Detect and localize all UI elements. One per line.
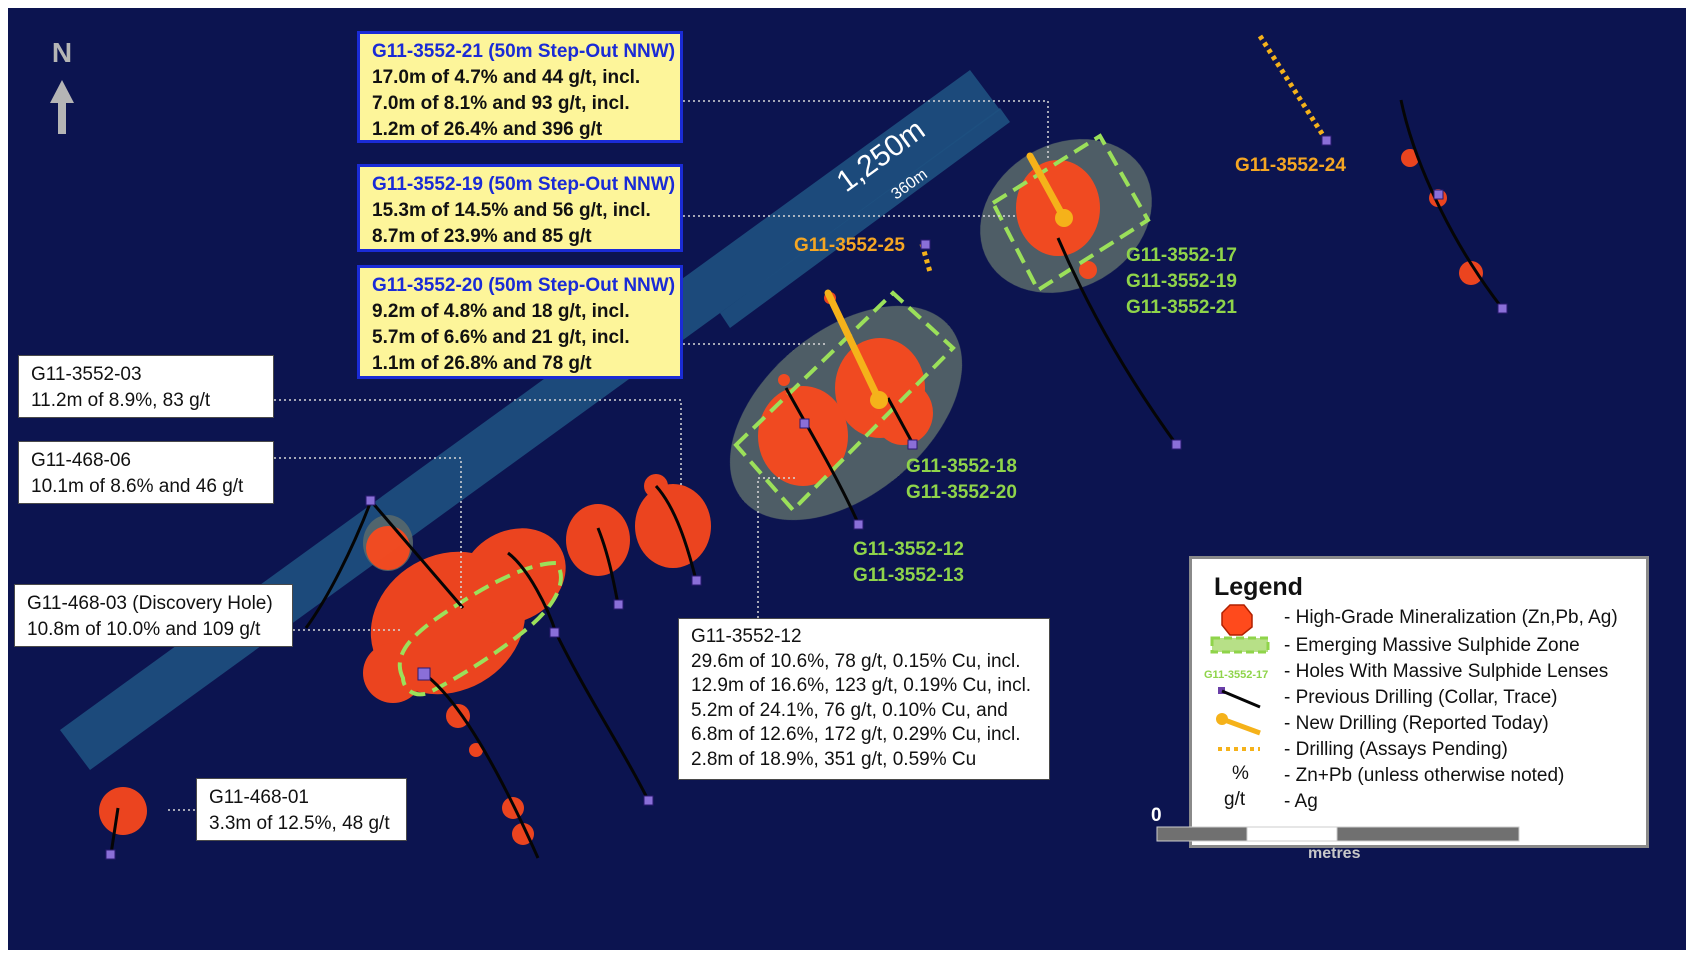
legend-mineralization-icon	[1221, 604, 1253, 636]
hole-label: G11-3552-19	[1126, 271, 1237, 292]
scale-tick-label: 400	[1488, 805, 1520, 826]
legend-item: - Drilling (Assays Pending)	[1284, 739, 1508, 760]
callout-g11-3552-21: G11-3552-21 (50m Step-Out NNW) 17.0m of …	[357, 31, 683, 143]
legend-item: - High-Grade Mineralization (Zn,Pb, Ag)	[1284, 607, 1618, 628]
callout-g11-468-01: G11-468-01 3.3m of 12.5%, 48 g/t	[196, 778, 407, 841]
hole-label-group: G11-3552-17 G11-3552-19 G11-3552-21	[1126, 243, 1237, 321]
hole-label: G11-3552-12	[853, 539, 964, 560]
callout-line: 29.6m of 10.6%, 78 g/t, 0.15% Cu, incl.	[691, 650, 1021, 672]
leader-lines	[168, 100, 1049, 811]
pending-drill-traces	[919, 34, 1329, 273]
hole-label: G11-3552-20	[906, 482, 1017, 503]
legend-item: - New Drilling (Reported Today)	[1284, 713, 1549, 734]
drill-collars	[105, 135, 1508, 860]
callout-line: G11-468-06	[31, 450, 131, 471]
legend-item: - Emerging Massive Sulphide Zone	[1284, 635, 1580, 656]
new-drill-ends	[870, 209, 1073, 409]
trend-band-short	[720, 108, 1010, 328]
callout-line: 15.3m of 14.5% and 56 g/t, incl.	[372, 200, 651, 221]
scale-tick-label: 200	[1321, 805, 1353, 826]
north-label: N	[52, 37, 72, 68]
hole-label: G11-3552-18	[906, 456, 1017, 477]
map-graphics: N 1,250m 360m	[50, 34, 1508, 860]
hole-label: G11-3552-17	[1126, 245, 1237, 266]
callout-line: 7.0m of 8.1% and 93 g/t, incl.	[372, 93, 630, 114]
callout-line: 11.2m of 8.9%, 83 g/t	[31, 390, 211, 411]
legend-zone-icon	[1210, 636, 1270, 654]
legend-sample-hole: G11-3552-17	[1204, 669, 1269, 681]
scale-tick-label: 0	[1151, 805, 1162, 826]
callout-line: 10.1m of 8.6% and 46 g/t	[31, 476, 244, 497]
callout-g11-3552-12: G11-3552-12 29.6m of 10.6%, 78 g/t, 0.15…	[678, 618, 1050, 780]
callout-g11-468-06: G11-468-06 10.1m of 8.6% and 46 g/t	[18, 441, 274, 504]
legend-item: - Holes With Massive Sulphide Lenses	[1284, 661, 1609, 682]
hole-label-pending: G11-3552-24	[1235, 155, 1346, 176]
hole-label: G11-3552-21	[1126, 297, 1237, 318]
callout-line: 3.3m of 12.5%, 48 g/t	[209, 813, 390, 834]
callout-g11-3552-19: G11-3552-19 (50m Step-Out NNW) 15.3m of …	[357, 164, 683, 252]
callout-line: 6.8m of 12.6%, 172 g/t, 0.29% Cu, incl.	[691, 724, 1021, 745]
callout-g11-3552-03: G11-3552-03 11.2m of 8.9%, 83 g/t	[18, 355, 274, 418]
callout-line: G11-468-01	[209, 787, 309, 808]
legend-previous-drill-icon	[1218, 687, 1261, 709]
legend-new-drill-icon	[1216, 713, 1261, 736]
legend-pending-drill-icon	[1218, 747, 1260, 751]
hole-label-group: G11-3552-18 G11-3552-20	[906, 454, 1017, 506]
callout-line: 10.8m of 10.0% and 109 g/t	[27, 619, 261, 640]
legend-item: - Zn+Pb (unless otherwise noted)	[1284, 765, 1565, 786]
callout-line: G11-3552-12	[691, 626, 802, 647]
callout-line: 9.2m of 4.8% and 18 g/t, incl.	[372, 301, 630, 322]
legend: Legend G11-3552-17 % g/t - High-Grade Mi…	[1189, 556, 1649, 848]
callout-line: 2.8m of 18.9%, 351 g/t, 0.59% Cu	[691, 748, 977, 770]
callout-title: G11-3552-19 (50m Step-Out NNW)	[372, 174, 676, 195]
callout-line: 1.1m of 26.8% and 78 g/t	[372, 353, 592, 374]
callout-title: G11-3552-20 (50m Step-Out NNW)	[372, 275, 676, 296]
hole-label: G11-3552-13	[853, 565, 964, 586]
scale-bar	[1156, 826, 1520, 842]
new-drill-traces	[824, 152, 1068, 404]
legend-percent-symbol: %	[1232, 763, 1249, 784]
callout-title: G11-3552-21 (50m Step-Out NNW)	[372, 41, 676, 62]
callout-line: 8.7m of 23.9% and 85 g/t	[372, 226, 592, 247]
north-arrow-icon	[50, 80, 74, 134]
scale-unit-label: metres	[1308, 845, 1361, 862]
hole-label-group: G11-3552-12 G11-3552-13	[853, 537, 964, 589]
legend-item: - Previous Drilling (Collar, Trace)	[1284, 687, 1558, 708]
callout-line: 17.0m of 4.7% and 44 g/t, incl.	[372, 67, 641, 88]
callout-g11-468-03: G11-468-03 (Discovery Hole) 10.8m of 10.…	[14, 584, 293, 647]
callout-line: G11-468-03 (Discovery Hole)	[27, 593, 273, 614]
hole-label-pending: G11-3552-25	[794, 235, 905, 256]
legend-title: Legend	[1214, 573, 1303, 601]
callout-line: 5.2m of 24.1%, 76 g/t, 0.10% Cu, and	[691, 699, 1008, 721]
massive-sulphide-zones	[397, 133, 1151, 697]
callout-line: G11-3552-03	[31, 364, 142, 385]
callout-line: 12.9m of 16.6%, 123 g/t, 0.19% Cu, incl.	[691, 675, 1032, 696]
callout-line: 5.7m of 6.6% and 21 g/t, incl.	[372, 327, 630, 348]
trend-band	[60, 70, 1000, 770]
legend-item: - Ag	[1284, 791, 1318, 812]
map-canvas: N 1,250m 360m G11-3552-21 (50m Step-Out …	[8, 8, 1686, 950]
callout-line: 1.2m of 26.4% and 396 g/t	[372, 119, 603, 140]
callout-g11-3552-20: G11-3552-20 (50m Step-Out NNW) 9.2m of 4…	[357, 265, 683, 379]
legend-gt-symbol: g/t	[1224, 789, 1246, 810]
